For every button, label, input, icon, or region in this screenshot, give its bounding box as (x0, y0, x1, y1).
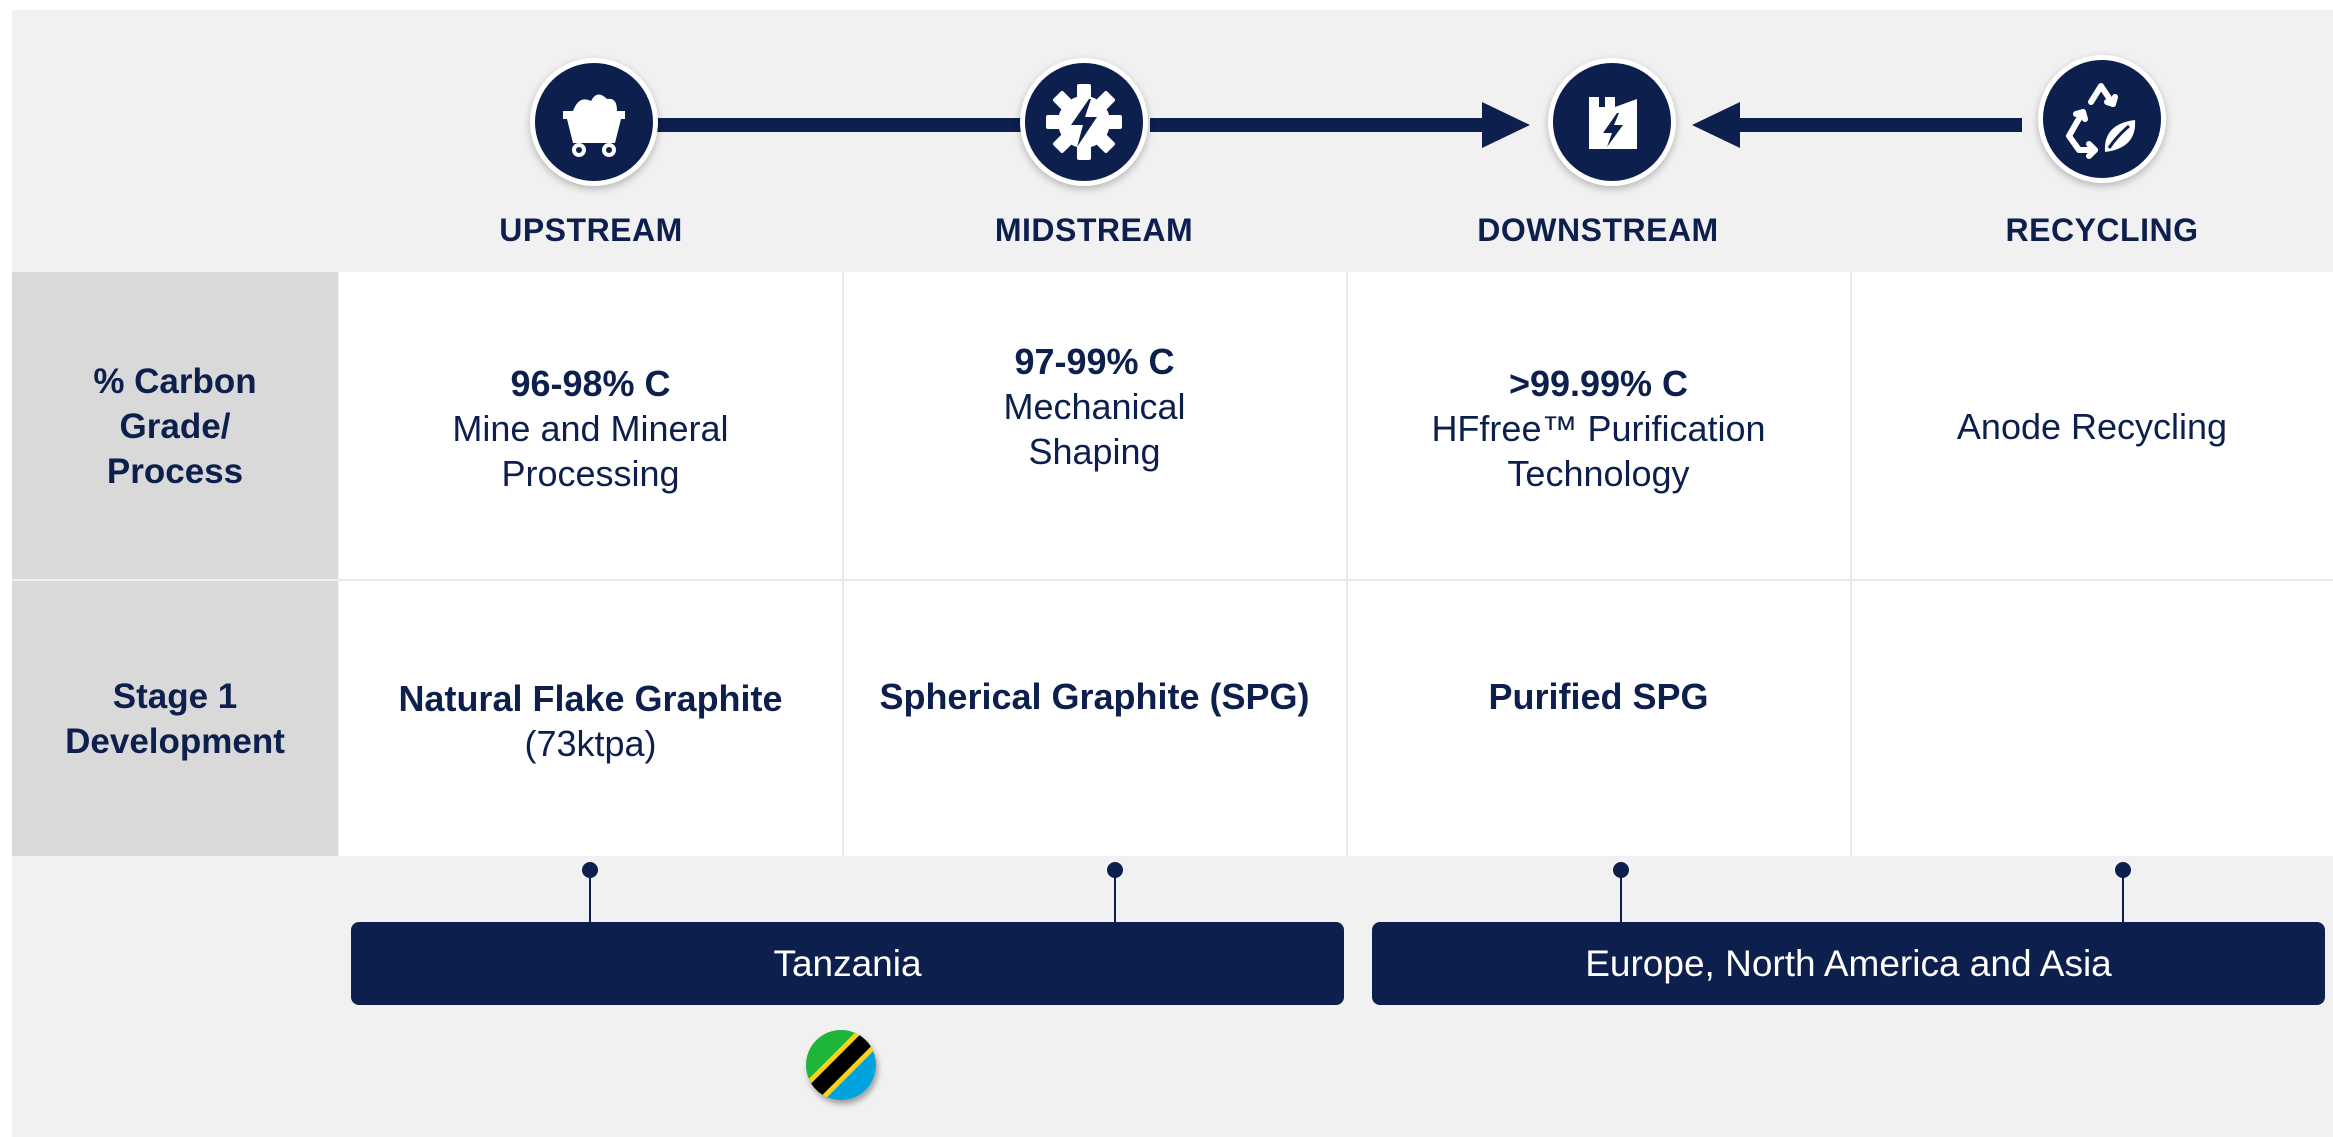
stage-label-upstream: UPSTREAM (499, 212, 683, 248)
tanzania-flag-icon (806, 1030, 876, 1100)
grid-divider (1346, 272, 1348, 856)
stage1-cell-upstream: Natural Flake Graphite (73ktpa) (339, 581, 842, 856)
region-bar-tanzania: Tanzania (351, 922, 1344, 1005)
arrow-head-right (1482, 102, 1530, 148)
grade-cell-recycling: Anode Recycling (1851, 272, 2333, 580)
connector-line (655, 118, 1025, 132)
stage1-description: (73ktpa) (524, 722, 657, 764)
connector-line (1150, 118, 1490, 132)
grade-cell-downstream: >99.99% C HFfree™ Purification Technolog… (1347, 272, 1850, 580)
stage1-cell-recycling (1851, 581, 2333, 856)
gear-bolt-icon (1020, 58, 1148, 186)
region-label: Tanzania (773, 942, 922, 984)
stage1-title: Spherical Graphite (SPG) (879, 675, 1310, 717)
pin-line (1114, 872, 1116, 922)
stage-label-downstream: DOWNSTREAM (1477, 212, 1719, 248)
grade-description: HFfree™ Purification Technology (1431, 407, 1766, 494)
region-bar-international: Europe, North America and Asia (1372, 922, 2325, 1005)
grid-divider (12, 579, 338, 581)
connector-line (1732, 118, 2022, 132)
grid-divider (339, 579, 2333, 581)
grade-title: 97-99% C (1014, 340, 1175, 382)
chain-arrows (655, 102, 2022, 148)
row-header-grade: % Carbon Grade/ Process (12, 272, 338, 580)
row-header-stage1: Stage 1 Development (12, 581, 338, 856)
grade-title: 96-98% C (510, 362, 671, 404)
pin-dot (1107, 862, 1123, 878)
grade-description: Mine and Mineral Processing (452, 407, 729, 494)
recycle-leaf-icon (2038, 55, 2166, 183)
stage1-title: Natural Flake Graphite (398, 677, 783, 719)
arrow-head-left (1692, 102, 1740, 148)
grid-divider (1850, 272, 1852, 856)
stage1-cell-midstream: Spherical Graphite (SPG) (843, 581, 1346, 856)
mine-cart-icon (530, 58, 658, 186)
grade-description: Anode Recycling (1956, 405, 2228, 447)
row-header-grade-text: % Carbon Grade/ Process (93, 361, 257, 491)
pin-dot (2115, 862, 2131, 878)
region-label: Europe, North America and Asia (1585, 942, 2112, 984)
stage-label-midstream: MIDSTREAM (994, 212, 1194, 248)
stage1-cell-downstream: Purified SPG (1347, 581, 1850, 856)
pin-dot (582, 862, 598, 878)
pin-line (589, 872, 591, 922)
stage-label-recycling: RECYCLING (2005, 212, 2199, 248)
pin-line (1620, 872, 1622, 922)
factory-bolt-icon (1548, 58, 1676, 186)
pin-line (2122, 872, 2124, 922)
grade-description: Mechanical Shaping (1003, 385, 1186, 472)
grade-cell-midstream: 97-99% C Mechanical Shaping (843, 272, 1346, 580)
grid-divider (842, 272, 844, 856)
value-chain: UPSTREAM MIDSTREAM DOWNSTREAM RECYCLING (0, 0, 2333, 270)
grade-title: >99.99% C (1508, 362, 1689, 404)
stage1-title: Purified SPG (1488, 675, 1709, 717)
row-header-stage1-text: Stage 1 Development (65, 676, 285, 761)
pin-dot (1613, 862, 1629, 878)
grade-cell-upstream: 96-98% C Mine and Mineral Processing (339, 272, 842, 580)
